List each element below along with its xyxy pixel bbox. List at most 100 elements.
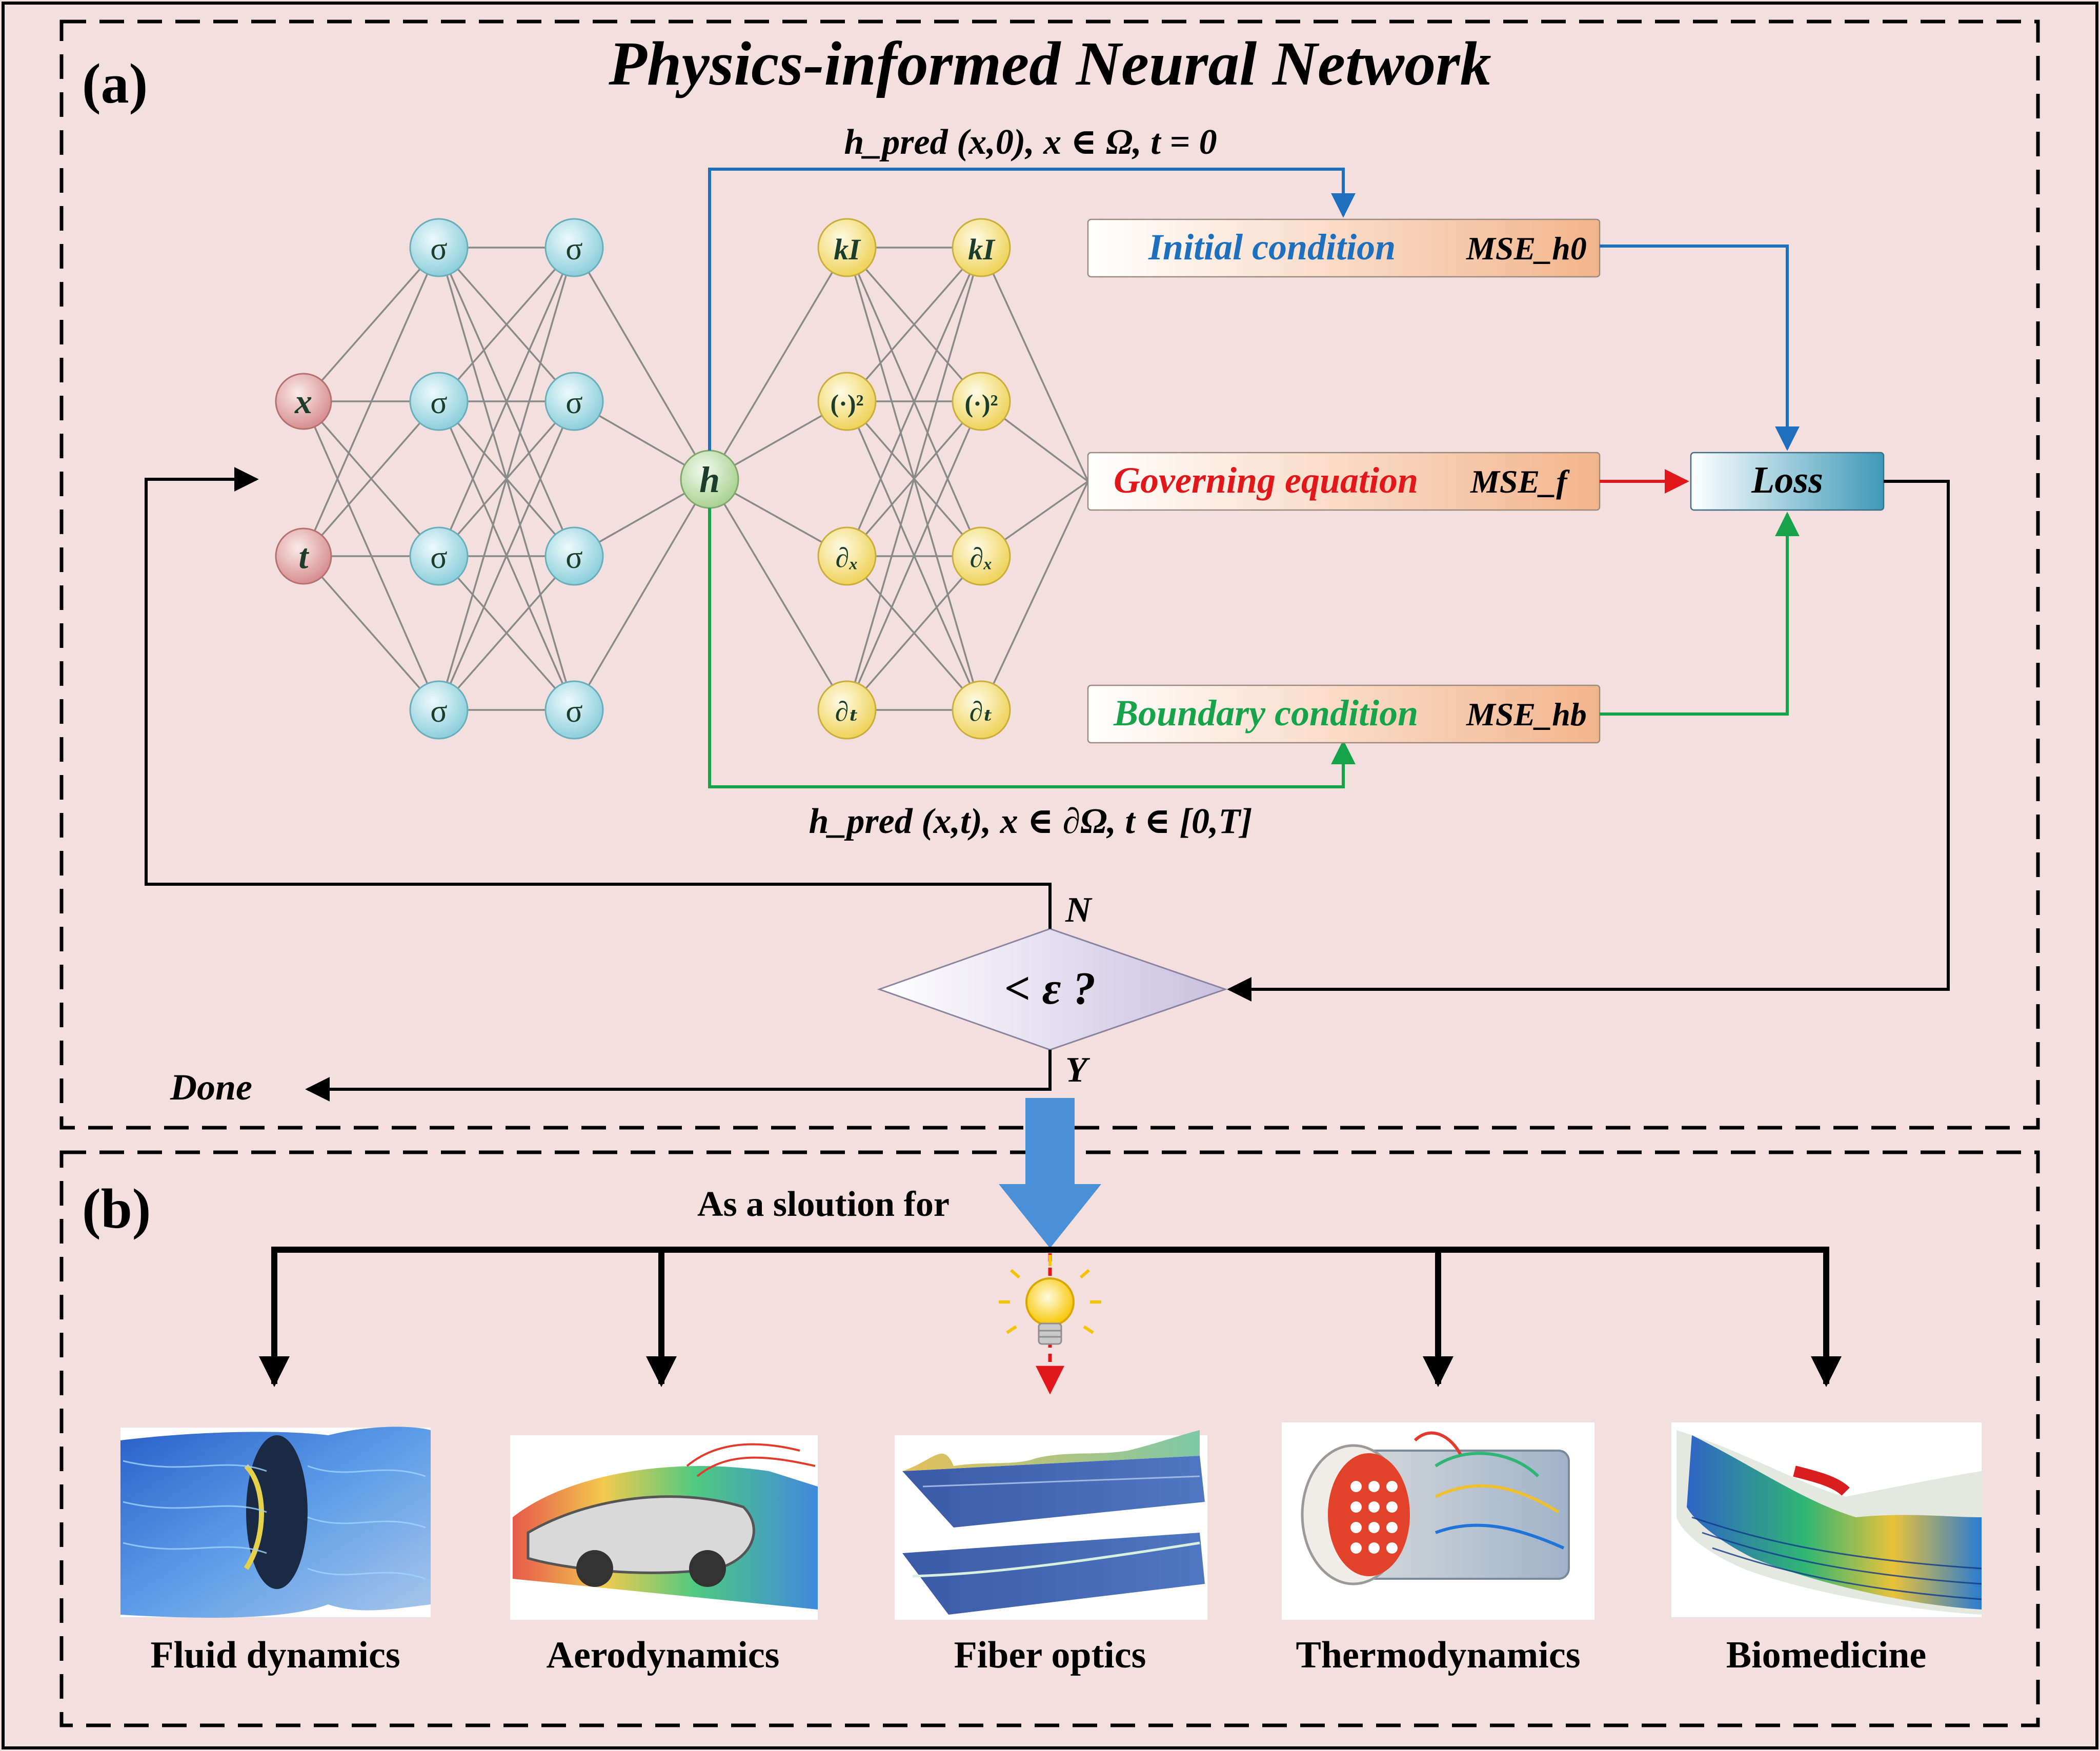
application-label-fiber-optics: Fiber optics	[954, 1634, 1146, 1676]
network-edge	[302, 555, 440, 711]
initial-condition-label: Initial condition	[1148, 227, 1396, 268]
input-node-t-label: t	[299, 537, 310, 576]
hidden-node: σ	[409, 372, 469, 431]
operator-label: ∂ₓ	[970, 542, 993, 573]
initial-condition-path	[708, 168, 1356, 451]
operator-node: kI	[817, 218, 877, 277]
operator-node: ∂ₜ	[817, 680, 877, 740]
optical-wave-surface-visualization	[895, 1430, 1207, 1620]
operator-node: (·)²	[952, 372, 1011, 431]
input-node-x-label: x	[294, 382, 312, 421]
network-edge	[846, 401, 982, 710]
operator-node: ∂ₜ	[952, 680, 1011, 740]
operator-node: kI	[952, 218, 1011, 277]
network-edge	[438, 401, 575, 710]
activation-label: σ	[430, 232, 447, 267]
decision-label: < ε ?	[1004, 963, 1096, 1014]
initial-to-loss-arrow	[1600, 245, 1800, 451]
operator-node: ∂ₓ	[817, 526, 877, 586]
hidden-node: σ	[544, 680, 604, 740]
network-edge	[573, 479, 711, 710]
operator-label: kI	[834, 233, 861, 266]
done-label: Done	[170, 1067, 252, 1108]
activation-label: σ	[566, 232, 582, 267]
loss-label: Loss	[1751, 459, 1823, 501]
car-streamlines-visualization	[510, 1435, 818, 1620]
activation-label: σ	[566, 385, 582, 420]
no-label: N	[1065, 890, 1093, 930]
network-edge	[438, 247, 575, 402]
output-node-h-label: h	[699, 459, 720, 500]
application-caption: As a sloution for	[697, 1185, 950, 1224]
boundary-condition-metric: MSE_hb	[1466, 696, 1587, 732]
operator-label: (·)²	[831, 389, 864, 418]
network-edge	[709, 247, 848, 480]
hidden-node: σ	[544, 218, 604, 277]
input-node-t: t	[275, 527, 332, 585]
governing-equation-box: Governing equation MSE_f	[1087, 452, 1601, 511]
boundary-to-loss-arrow	[1600, 512, 1800, 716]
activation-label: σ	[566, 694, 582, 729]
operator-label: ∂ₜ	[970, 696, 994, 727]
input-node-x: x	[275, 373, 332, 430]
hidden-node: σ	[544, 526, 604, 586]
initial-condition-metric: MSE_h0	[1466, 230, 1587, 267]
application-branches	[259, 1247, 1842, 1387]
network-edge	[846, 247, 982, 557]
activation-label: σ	[430, 540, 447, 575]
boundary-condition-path	[708, 508, 1356, 788]
retrain-loop-arrow	[145, 467, 1052, 929]
network-edge	[302, 247, 440, 402]
hidden-node: σ	[409, 680, 469, 740]
network-edge	[980, 247, 1089, 482]
boundary-condition-box: Boundary condition MSE_hb	[1087, 684, 1601, 744]
hidden-node: σ	[409, 218, 469, 277]
lightbulb-icon	[999, 1255, 1101, 1345]
governing-equation-metric: MSE_f	[1470, 463, 1570, 500]
application-label-biomedicine: Biomedicine	[1726, 1634, 1927, 1676]
hidden-node: σ	[544, 372, 604, 431]
operator-label: ∂ₜ	[835, 696, 859, 727]
fluid-flow-visualization	[120, 1427, 431, 1618]
network-edge	[438, 247, 575, 557]
network-edge	[709, 479, 848, 710]
network-edge	[438, 247, 575, 710]
network-edge	[980, 481, 1089, 710]
initial-condition-box: Initial condition MSE_h0	[1087, 218, 1601, 278]
convergence-decision: < ε ?	[877, 928, 1228, 1051]
hidden-node: σ	[409, 526, 469, 586]
activation-label: σ	[430, 385, 447, 420]
panel-a-label: (a)	[82, 52, 148, 115]
governing-equation-label: Governing equation	[1114, 460, 1418, 501]
diagram-title: Physics-informed Neural Network	[608, 29, 1491, 98]
network-edge	[846, 247, 982, 402]
operator-label: kI	[968, 233, 996, 266]
network-edge	[846, 555, 982, 711]
operator-label: (·)²	[965, 389, 998, 418]
network-edge	[438, 555, 575, 711]
heat-exchanger-visualization	[1282, 1422, 1594, 1620]
application-label-thermodynamics: Thermodynamics	[1296, 1634, 1581, 1676]
panel-b-label: (b)	[82, 1177, 151, 1240]
done-arrow	[305, 1050, 1052, 1102]
loss-box: Loss	[1690, 452, 1885, 511]
network-edge	[302, 400, 440, 557]
network-edge	[302, 247, 440, 557]
transition-arrow	[999, 1098, 1101, 1248]
activation-label: σ	[566, 540, 582, 575]
boundary-condition-formula: h_pred (x,t), x ∈ ∂Ω, t ∈ [0,T]	[809, 802, 1252, 841]
output-node-h: h	[680, 450, 739, 509]
boundary-condition-label: Boundary condition	[1113, 693, 1418, 734]
operator-node: (·)²	[817, 372, 877, 431]
activation-label: σ	[430, 694, 447, 729]
network-edge	[573, 247, 711, 480]
operator-label: ∂ₓ	[835, 542, 858, 573]
loss-to-decision-arrow	[1227, 480, 1950, 1002]
application-label-fluid-dynamics: Fluid dynamics	[150, 1634, 400, 1676]
initial-condition-formula: h_pred (x,0), x ∈ Ω, t = 0	[844, 123, 1217, 162]
network-edge	[846, 247, 982, 710]
operator-node: ∂ₓ	[952, 526, 1011, 586]
application-label-aerodynamics: Aerodynamics	[547, 1634, 780, 1676]
